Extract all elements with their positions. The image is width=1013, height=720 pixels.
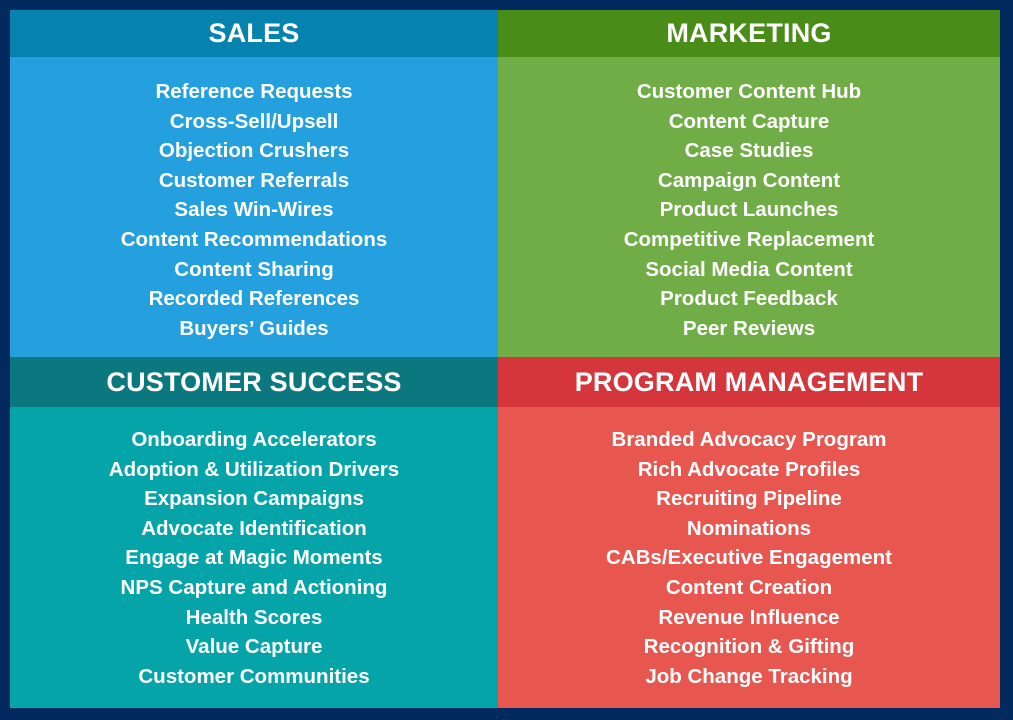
program-management-list: Branded Advocacy Program Rich Advocate P…	[498, 407, 1000, 708]
list-item: Expansion Campaigns	[144, 487, 364, 511]
quadrant-grid: SALES Reference Requests Cross-Sell/Upse…	[10, 10, 1000, 708]
list-item: Content Capture	[668, 109, 830, 133]
list-item: Value Capture	[185, 635, 323, 659]
list-item: Customer Referrals	[158, 168, 350, 192]
marketing-list: Customer Content Hub Content Capture Cas…	[498, 57, 1000, 357]
list-item: CABs/Executive Engagement	[606, 546, 892, 570]
list-item: Nominations	[686, 516, 812, 540]
list-item: Content Recommendations	[120, 227, 388, 251]
list-item: Product Feedback	[660, 287, 838, 311]
list-item: Revenue Influence	[658, 605, 840, 629]
marketing-quadrant: MARKETING Customer Content Hub Content C…	[498, 10, 1000, 357]
list-item: Reference Requests	[155, 80, 353, 103]
list-item: Objection Crushers	[158, 139, 350, 163]
program-management-header: PROGRAM MANAGEMENT	[498, 357, 1000, 407]
marketing-header: MARKETING	[498, 10, 1000, 57]
sales-quadrant: SALES Reference Requests Cross-Sell/Upse…	[10, 10, 498, 357]
list-item: Product Launches	[659, 198, 839, 222]
list-item: Branded Advocacy Program	[611, 428, 887, 451]
sales-list: Reference Requests Cross-Sell/Upsell Obj…	[10, 57, 498, 357]
list-item: Recognition & Gifting	[643, 635, 855, 659]
list-item: Buyers’ Guides	[179, 316, 329, 340]
list-item: NPS Capture and Actioning	[120, 575, 388, 599]
list-item: Adoption & Utilization Drivers	[108, 457, 400, 481]
customer-success-header: CUSTOMER SUCCESS	[10, 357, 498, 407]
customer-success-quadrant: CUSTOMER SUCCESS Onboarding Accelerators…	[10, 357, 498, 708]
list-item: Onboarding Accelerators	[131, 428, 377, 451]
list-item: Campaign Content	[657, 168, 841, 192]
list-item: Engage at Magic Moments	[125, 546, 383, 570]
list-item: Customer Content Hub	[636, 80, 862, 103]
sales-header: SALES	[10, 10, 498, 57]
list-item: Peer Reviews	[682, 316, 816, 340]
list-item: Health Scores	[185, 605, 323, 629]
customer-success-list: Onboarding Accelerators Adoption & Utili…	[10, 407, 498, 708]
list-item: Cross-Sell/Upsell	[169, 109, 339, 133]
list-item: Recorded References	[148, 287, 360, 311]
list-item: Customer Communities	[138, 664, 370, 688]
list-item: Competitive Replacement	[623, 227, 875, 251]
list-item: Case Studies	[684, 139, 814, 163]
list-item: Sales Win-Wires	[174, 198, 334, 222]
list-item: Job Change Tracking	[645, 664, 853, 688]
list-item: Rich Advocate Profiles	[637, 457, 861, 481]
list-item: Content Creation	[665, 575, 833, 599]
list-item: Advocate Identification	[141, 516, 367, 540]
list-item: Social Media Content	[645, 257, 853, 281]
list-item: Content Sharing	[174, 257, 334, 281]
program-management-quadrant: PROGRAM MANAGEMENT Branded Advocacy Prog…	[498, 357, 1000, 708]
list-item: Recruiting Pipeline	[656, 487, 842, 511]
